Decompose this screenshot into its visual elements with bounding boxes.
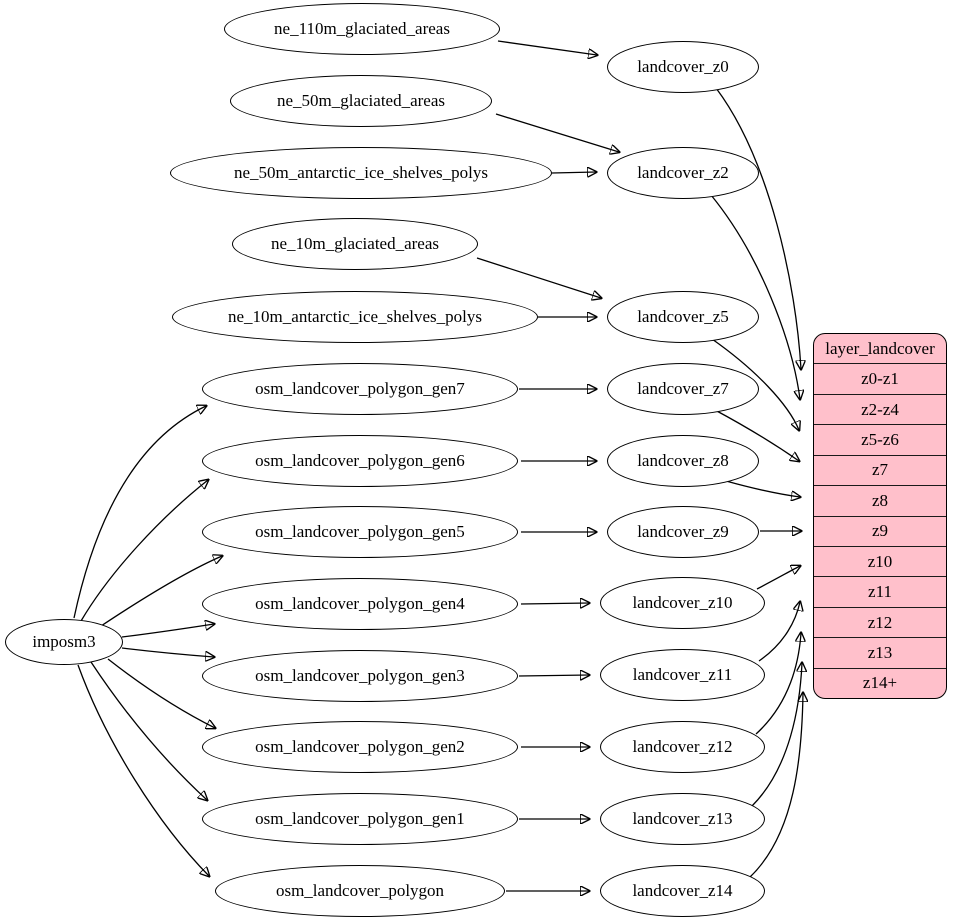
edge-landcover-z10-row-z10 — [756, 566, 800, 590]
node-ne-110m-glaciated-areas: ne_110m_glaciated_areas — [224, 3, 500, 55]
table-row-z2-z4: z2-z4 — [814, 393, 946, 424]
edge-landcover-z5-row-z5-z6 — [711, 338, 799, 430]
table-row-z9: z9 — [814, 515, 946, 546]
node-landcover-z11: landcover_z11 — [600, 649, 765, 701]
node-label: landcover_z11 — [632, 665, 733, 684]
edge-imposm3-osm-landcover-polygon-gen7 — [73, 406, 206, 619]
edge-landcover-z7-row-z7 — [714, 409, 799, 461]
node-label: osm_landcover_polygon_gen5 — [255, 522, 465, 541]
edge-osm-landcover-polygon-gen4-landcover-z10 — [520, 603, 589, 604]
edge-landcover-z12-row-z12 — [755, 633, 801, 735]
node-label: osm_landcover_polygon_gen7 — [255, 379, 465, 398]
node-label: osm_landcover_polygon_gen3 — [255, 666, 465, 685]
table-header: layer_landcover — [825, 338, 935, 358]
node-osm-landcover-polygon-gen3: osm_landcover_polygon_gen3 — [202, 650, 518, 702]
node-landcover-z2: landcover_z2 — [607, 147, 759, 199]
table-row-z8: z8 — [814, 485, 946, 515]
node-osm-landcover-polygon-gen2: osm_landcover_polygon_gen2 — [202, 721, 518, 773]
node-landcover-z10: landcover_z10 — [600, 577, 765, 629]
edge-imposm3-osm-landcover-polygon-gen2 — [107, 658, 215, 728]
node-label: landcover_z0 — [637, 57, 729, 76]
node-osm-landcover-polygon-gen1: osm_landcover_polygon_gen1 — [202, 793, 518, 845]
node-ne-50m-antarctic-ice-shelves-polys: ne_50m_antarctic_ice_shelves_polys — [170, 147, 552, 199]
edge-landcover-z11-row-z11 — [758, 602, 800, 662]
edge-ne-50m-glaciated-areas-landcover-z2 — [495, 113, 619, 152]
node-label: ne_50m_antarctic_ice_shelves_polys — [234, 163, 488, 182]
edge-ne-50m-antarctic-ice-shelves-polys-landcover-z2 — [551, 172, 596, 173]
edge-landcover-z14-row-z14plus — [749, 693, 803, 878]
node-ne-10m-antarctic-ice-shelves-polys: ne_10m_antarctic_ice_shelves_polys — [172, 291, 538, 343]
node-landcover-z14: landcover_z14 — [600, 865, 765, 917]
node-osm-landcover-polygon-gen4: osm_landcover_polygon_gen4 — [202, 578, 518, 630]
node-landcover-z12: landcover_z12 — [600, 721, 765, 773]
node-osm-landcover-polygon-gen6: osm_landcover_polygon_gen6 — [202, 435, 518, 487]
table-row-z12: z12 — [814, 606, 946, 637]
node-osm-landcover-polygon-gen7: osm_landcover_polygon_gen7 — [202, 363, 518, 415]
table-row-z10: z10 — [814, 545, 946, 576]
edge-landcover-z2-row-z2-z4 — [710, 194, 800, 399]
edge-landcover-z13-row-z13 — [751, 663, 802, 807]
node-label: landcover_z2 — [637, 163, 729, 182]
node-label: ne_110m_glaciated_areas — [274, 19, 450, 38]
node-label: ne_10m_glaciated_areas — [270, 234, 440, 253]
node-label: ne_50m_glaciated_areas — [276, 91, 446, 110]
node-landcover-z9: landcover_z9 — [607, 506, 759, 558]
node-label: landcover_z8 — [637, 451, 729, 470]
node-label: landcover_z13 — [632, 809, 733, 828]
edge-ne-10m-glaciated-areas-landcover-z5 — [476, 257, 601, 298]
edge-landcover-z8-row-z8 — [725, 480, 800, 497]
edge-osm-landcover-polygon-gen3-landcover-z11 — [518, 675, 589, 676]
edge-landcover-z0-row-z0-z1 — [715, 87, 801, 369]
node-osm-landcover-polygon-gen5: osm_landcover_polygon_gen5 — [202, 506, 518, 558]
node-label: osm_landcover_polygon_gen6 — [255, 451, 465, 470]
node-landcover-z7: landcover_z7 — [607, 363, 759, 415]
table-row-z7: z7 — [814, 454, 946, 485]
node-landcover-z0: landcover_z0 — [607, 41, 759, 93]
node-landcover-z5: landcover_z5 — [607, 291, 759, 343]
node-label: landcover_z12 — [632, 737, 733, 756]
node-label: osm_landcover_polygon_gen2 — [255, 737, 465, 756]
table-row-z11: z11 — [814, 576, 946, 606]
table-row-z13: z13 — [814, 637, 946, 667]
node-landcover-z13: landcover_z13 — [600, 793, 765, 845]
node-label: ne_10m_antarctic_ice_shelves_polys — [228, 307, 482, 326]
node-label: osm_landcover_polygon_gen1 — [255, 809, 465, 828]
table-row-z14plus: z14+ — [814, 667, 946, 698]
node-label: landcover_z7 — [637, 379, 729, 398]
node-imposm3: imposm3 — [5, 619, 123, 665]
node-label: landcover_z5 — [637, 307, 729, 326]
edge-ne-110m-glaciated-areas-landcover-z0 — [497, 40, 597, 55]
node-label: landcover_z9 — [637, 522, 729, 541]
table-row-z0-z1: z0-z1 — [814, 363, 946, 393]
edge-imposm3-osm-landcover-polygon-gen1 — [90, 661, 207, 800]
node-label: osm_landcover_polygon_gen4 — [255, 594, 465, 613]
node-label: landcover_z14 — [632, 881, 733, 900]
node-landcover-z8: landcover_z8 — [607, 435, 759, 487]
edge-imposm3-osm-landcover-polygon-gen6 — [80, 480, 208, 622]
node-ne-50m-glaciated-areas: ne_50m_glaciated_areas — [230, 75, 492, 127]
table-layer-landcover: layer_landcover z0-z1 z2-z4 z5-z6 z7 z8 … — [813, 333, 947, 699]
edge-imposm3-osm-landcover-polygon-gen3 — [121, 647, 214, 657]
node-ne-10m-glaciated-areas: ne_10m_glaciated_areas — [232, 218, 478, 270]
node-label: imposm3 — [32, 632, 96, 651]
node-osm-landcover-polygon: osm_landcover_polygon — [215, 865, 505, 917]
node-label: osm_landcover_polygon — [275, 881, 445, 900]
edge-imposm3-osm-landcover-polygon-gen4 — [121, 624, 214, 638]
edge-imposm3-osm-landcover-polygon-gen5 — [97, 556, 222, 629]
table-row-z5-z6: z5-z6 — [814, 424, 946, 454]
edge-imposm3-osm-landcover-polygon — [77, 664, 209, 876]
node-label: landcover_z10 — [632, 593, 733, 612]
